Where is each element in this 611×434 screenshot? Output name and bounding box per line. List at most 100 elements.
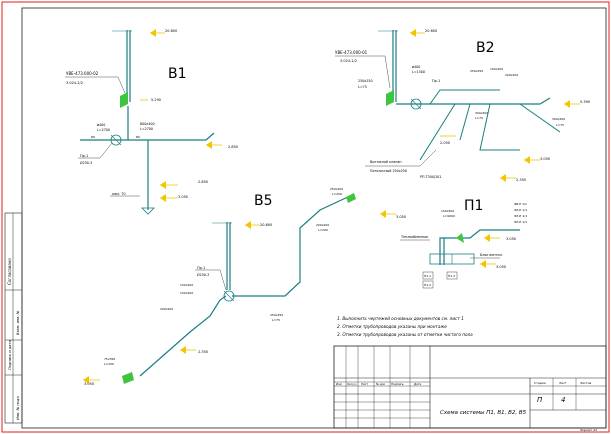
title-block: Изм Кол.уч Лист № док Подпись Дата Стади…	[333, 345, 607, 432]
system-b5: 20.600 B5 250x200 L=200 200x200 L=200 Пр…	[83, 187, 406, 386]
p1-tag1: ЭВ-Е 1/1	[514, 202, 527, 206]
tb-header-list: Лист	[360, 382, 368, 386]
b1-bottom-label: ком. 70	[112, 192, 126, 196]
b5-duct-main	[139, 295, 227, 377]
b5-label-r: 250x250	[270, 313, 283, 317]
b5-elevation-c: 3.050	[396, 215, 406, 219]
tb-sheet-value: 4	[561, 396, 565, 404]
b2-duct-a-len: L=75	[358, 85, 367, 89]
p1-duct2: L=9000	[443, 214, 455, 218]
b2-note3: РП-Т300/201	[420, 175, 441, 179]
note-1: 1. Выполнить чертежей основных документо…	[337, 316, 464, 321]
notes-block: 1. Выполнить чертежей основных документо…	[337, 316, 473, 337]
tb-header-kol: Кол.уч	[347, 382, 357, 386]
p1-sub2: П1.2	[424, 283, 431, 287]
b5-dim1: 150x200	[180, 283, 193, 287]
b2-duct-a: 250x250	[358, 79, 373, 83]
b1-fan-tag2: 3.024-1/2	[66, 81, 83, 85]
tb-sheets-label: Листов	[579, 381, 591, 385]
b1-damper	[120, 92, 128, 108]
b1-mid-elevation: 5.290	[151, 98, 161, 102]
b5-label-b: L=200	[104, 362, 114, 366]
b5-duct-b-len: L=200	[318, 228, 328, 232]
b1-roof-mark	[112, 29, 165, 37]
b5-elevation-b: 2.350	[198, 350, 208, 354]
b5-duct-a-len: L=200	[332, 192, 342, 196]
b5-dim2: 150x200	[180, 291, 193, 295]
b1-top-elevation: 20.600	[165, 29, 177, 33]
b1-system-label: B1	[168, 66, 187, 82]
b1-dim2: 80	[136, 135, 140, 139]
b2-elevation-c: 2.050	[440, 141, 450, 145]
b2-right-2: L=75	[556, 123, 564, 127]
b1-low-elevation1: 2.850	[198, 180, 208, 184]
p1-duct: 150x200	[441, 209, 454, 213]
tb-sheet-label: Лист	[558, 381, 567, 385]
b1-grille2: Ø250-3	[80, 160, 92, 165]
b2-label-a: 250x250	[470, 69, 483, 73]
p1-tag3: ЭЛ-Е 1/1	[514, 214, 527, 218]
b5-dim3: 200x200	[160, 307, 173, 311]
p1-damper	[456, 233, 464, 243]
b5-label-a: 75x350	[104, 357, 115, 361]
b1-grille: Пр.1	[80, 154, 88, 158]
p1-sub3: П1.3	[448, 274, 455, 278]
p1-elevation-a: 3.050	[506, 237, 516, 241]
b2-elevation-d: 2.350	[516, 178, 526, 182]
b1-right-elevation: 2.850	[228, 145, 238, 149]
note-2: 2. Отметки трубопроводов указаны при мон…	[337, 324, 447, 329]
tb-stage-label: Стадия	[534, 381, 546, 385]
side-stamp: Согласовано Инв. № подл. Подпись и дата …	[4, 212, 23, 424]
b2-note: Вытяжной клапан	[370, 160, 402, 164]
b5-fan-symbol	[223, 290, 235, 302]
b5-damper-2	[122, 372, 134, 384]
b5-top-elevation: 20.600	[260, 223, 272, 227]
system-b1: 20.600 5.290 УВЕ-473.000-02 3.024-1/2 B1…	[65, 29, 238, 215]
p1-duct-main	[439, 229, 520, 265]
p1-system-label: П1	[464, 198, 483, 214]
b2-elevation-a: 5.390	[580, 100, 590, 104]
b5-duct-b: 200x200	[316, 223, 329, 227]
tb-header-doc: № док	[375, 382, 385, 386]
b5-system-label: B5	[254, 193, 273, 209]
stamp-field-4: Взам. инв. №	[16, 310, 20, 335]
b1-fan-tag: УВЕ-473.000-02	[66, 71, 99, 76]
tb-header-sign: Подпись	[391, 382, 404, 386]
b2-duct-main	[396, 97, 551, 105]
b5-label-r2: L=75	[272, 318, 280, 322]
system-b2: 20.600 УВЕ-473.000-01 3.024-1/2 B2 250x2…	[335, 29, 590, 182]
b5-duct-a: 250x200	[330, 187, 343, 191]
b1-duct1: ø400	[97, 123, 105, 127]
b2-duct-b: ø400	[412, 65, 420, 69]
b2-top-elevation: 20.600	[425, 29, 437, 33]
b5-elevation-a: 3.050	[84, 382, 94, 386]
b1-duct1-len: L=2700	[97, 128, 110, 132]
b2-label-b: 100x200	[490, 67, 503, 71]
b2-label-c: 200x200	[505, 73, 518, 77]
b2-duct-b-len: L=1500	[412, 70, 425, 74]
b2-fan-symbol	[410, 98, 422, 110]
p1-tag4: ЭЛ-Е 1/1	[514, 220, 527, 224]
tb-format: Формат А3	[580, 428, 597, 432]
b1-fan-symbol	[110, 134, 122, 146]
b2-label-d: 300x200	[475, 111, 488, 115]
stamp-field-3: Подпись и дата	[8, 340, 12, 370]
b2-branch-1	[419, 103, 456, 161]
tb-stage-value: П	[537, 396, 543, 404]
tb-header-izm: Изм	[336, 382, 342, 386]
b2-system-label: B2	[476, 40, 495, 56]
b1-duct2-len: L=2700	[140, 127, 153, 131]
b2-right-1: 300x200	[552, 117, 565, 121]
b2-elevation-b: 3.050	[540, 157, 550, 161]
b5-grille2: Ø250-3	[197, 272, 209, 277]
tb-title: Схема системы П1, В1, В2, В5	[440, 410, 527, 416]
b2-label-e: L=75	[475, 116, 483, 120]
note-3: 3. Отметки трубопроводов указаны от отме…	[337, 332, 473, 337]
p1-elevation-b: 3.050	[496, 265, 506, 269]
p1-unit: Теплообменник	[400, 235, 428, 239]
stamp-field-1: Согласовано	[7, 258, 12, 285]
b1-duct2: 800x400	[140, 122, 155, 126]
p1-unit2: Блок вентил.	[480, 253, 503, 257]
system-p1: П1 ЭВ-Е 1/1 ЭЛ-Е 1/1 ЭЛ-Е 1/1 ЭЛ-Е 1/1 1…	[400, 198, 527, 289]
